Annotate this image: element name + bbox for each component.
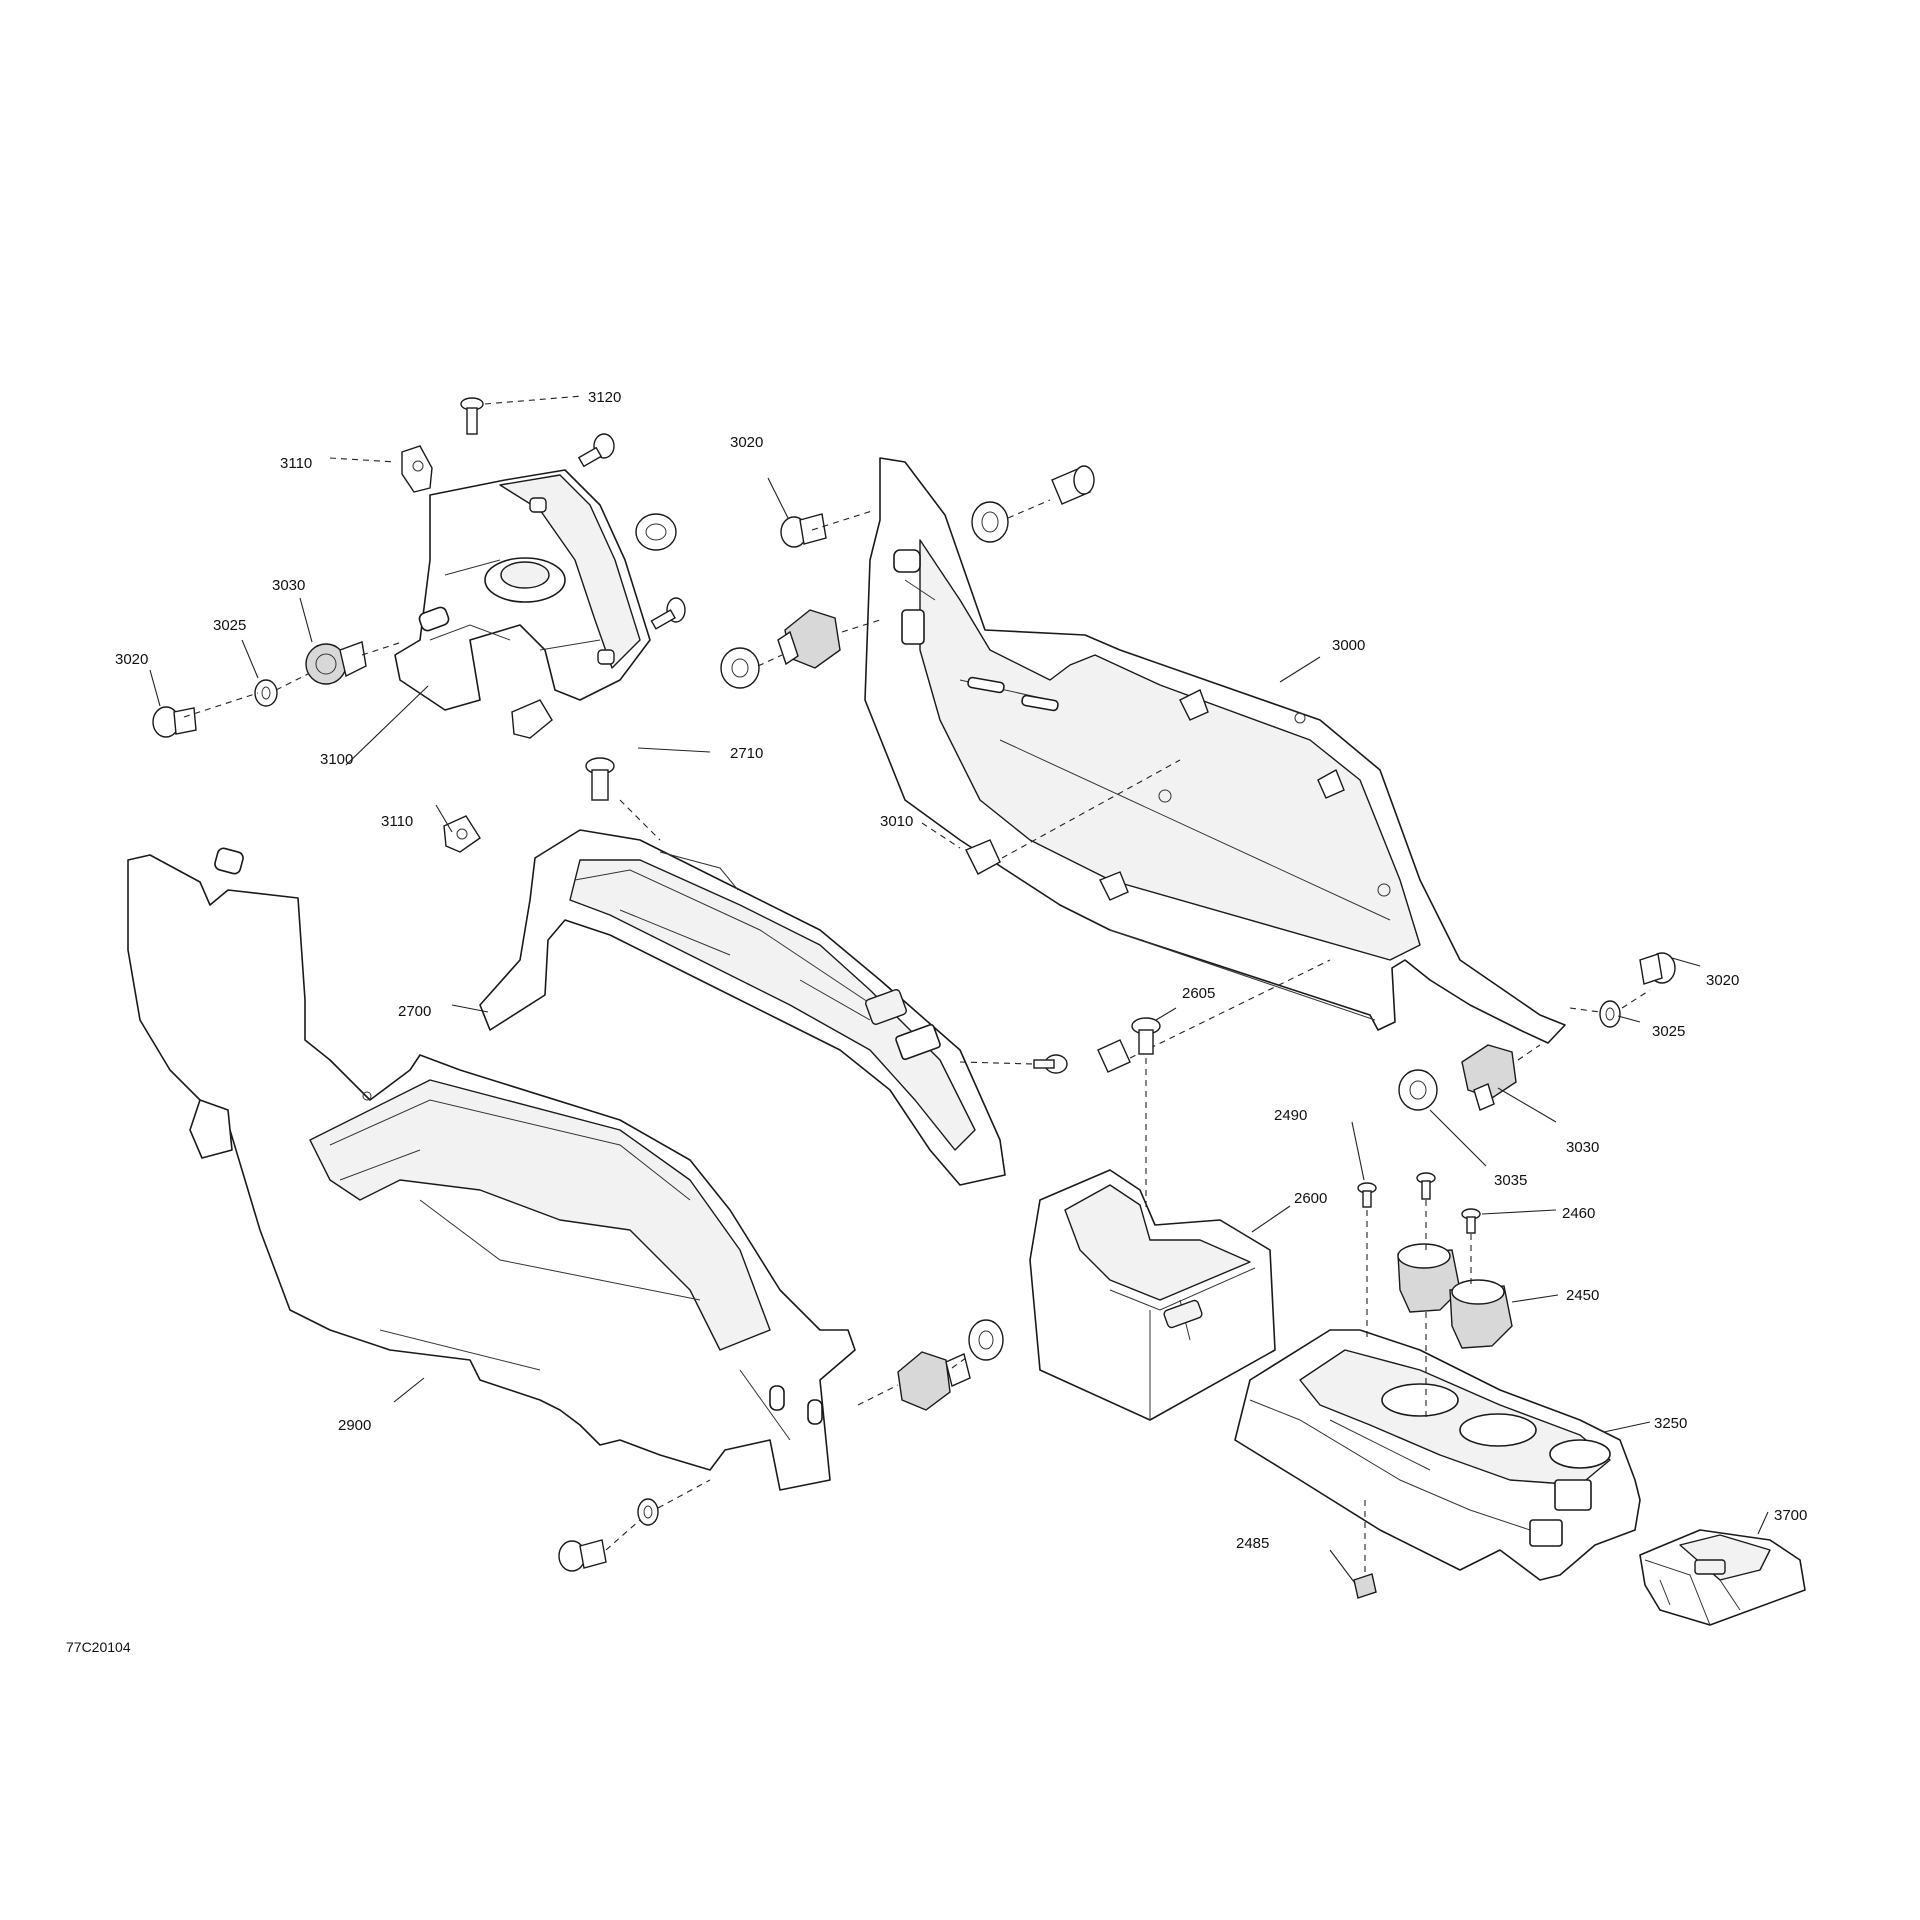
callout-2600: 2600 (1294, 1190, 1327, 1207)
part-3700 (1639, 1529, 1806, 1626)
screw-2710 (585, 757, 615, 801)
callout-2700: 2700 (398, 1003, 431, 1020)
callout-3110-upper: 3110 (280, 455, 312, 472)
callout-3020-right: 3020 (1706, 972, 1739, 989)
washer-lower-right-2900 (968, 1319, 1004, 1361)
part-3000-panel (864, 457, 1566, 1044)
callout-3025-left: 3025 (213, 617, 246, 634)
speed-nut-3110-upper (401, 445, 433, 493)
rivet-upper-right-3000 (1051, 465, 1095, 505)
callout-3110-lower: 3110 (381, 813, 413, 830)
part-3250-console (1234, 1329, 1641, 1581)
speed-nut-3110-lower (443, 815, 481, 853)
washer-3025-left (254, 679, 278, 707)
screw-right-2700 (1033, 1054, 1068, 1074)
cup-insert-right-2450 (1449, 1279, 1513, 1349)
washer-mid-3000 (720, 647, 760, 689)
screw-2605 (1131, 1017, 1161, 1055)
rivet-3020-upper (780, 513, 827, 548)
clip-lower-3100 (511, 699, 553, 739)
leader-lines (149, 395, 1769, 1583)
callout-3010: 3010 (880, 813, 913, 830)
part-2900-panel (127, 847, 856, 1491)
push-rivet-mid-3000 (777, 609, 841, 669)
figure-id: 77C20104 (66, 1639, 131, 1655)
callout-3020-upper: 3020 (730, 434, 763, 451)
callout-2460: 2460 (1562, 1205, 1595, 1222)
washer-upper-3000 (971, 501, 1009, 543)
callout-2900: 2900 (338, 1417, 371, 1434)
clip-3010-upper (965, 839, 1001, 875)
rivet-bottom-2900 (558, 1539, 607, 1572)
cup-insert-left-2450 (1397, 1243, 1461, 1313)
callout-2450: 2450 (1566, 1287, 1599, 1304)
callout-2485: 2485 (1236, 1535, 1269, 1552)
screw-mid-right-3100 (650, 597, 686, 630)
callout-3000: 3000 (1332, 637, 1365, 654)
part-2600 (1029, 1169, 1276, 1421)
callout-3250: 3250 (1654, 1415, 1687, 1432)
screw-mid-3250 (1416, 1172, 1436, 1200)
part-2700-arch (479, 829, 1006, 1186)
callout-3020-left: 3020 (115, 651, 148, 668)
rivet-3020-left (152, 706, 197, 738)
callout-3030-left: 3030 (272, 577, 305, 594)
screw-2490 (1357, 1182, 1377, 1208)
callout-3100: 3100 (320, 751, 353, 768)
washer-upper-3100 (635, 513, 677, 551)
part-3100-bracket (394, 469, 651, 711)
push-rivet-lower-2900 (897, 1351, 971, 1411)
washer-3035 (1398, 1069, 1438, 1111)
screw-upper-right-3100 (577, 433, 615, 468)
clip-3010-lower (1097, 1039, 1131, 1073)
screw-3120 (460, 397, 484, 435)
callout-labels: 3120 3110 3020 3030 3025 3020 3100 2710 … (115, 389, 1807, 1552)
callout-3025-right: 3025 (1652, 1023, 1685, 1040)
screw-2460 (1461, 1208, 1481, 1234)
push-rivet-3030-left (305, 641, 367, 685)
nut-2485 (1353, 1573, 1377, 1599)
callout-2490: 2490 (1274, 1107, 1307, 1124)
callout-2710: 2710 (730, 745, 763, 762)
callout-3030-right: 3030 (1566, 1139, 1599, 1156)
callout-3120: 3120 (588, 389, 621, 406)
washer-3025-right (1599, 1000, 1621, 1028)
callout-3035: 3035 (1494, 1172, 1527, 1189)
washer-bottom-2900 (637, 1498, 659, 1526)
rivet-3020-right (1639, 952, 1676, 985)
push-rivet-3030-right (1461, 1044, 1517, 1111)
callout-3700: 3700 (1774, 1507, 1807, 1524)
callout-2605: 2605 (1182, 985, 1215, 1002)
